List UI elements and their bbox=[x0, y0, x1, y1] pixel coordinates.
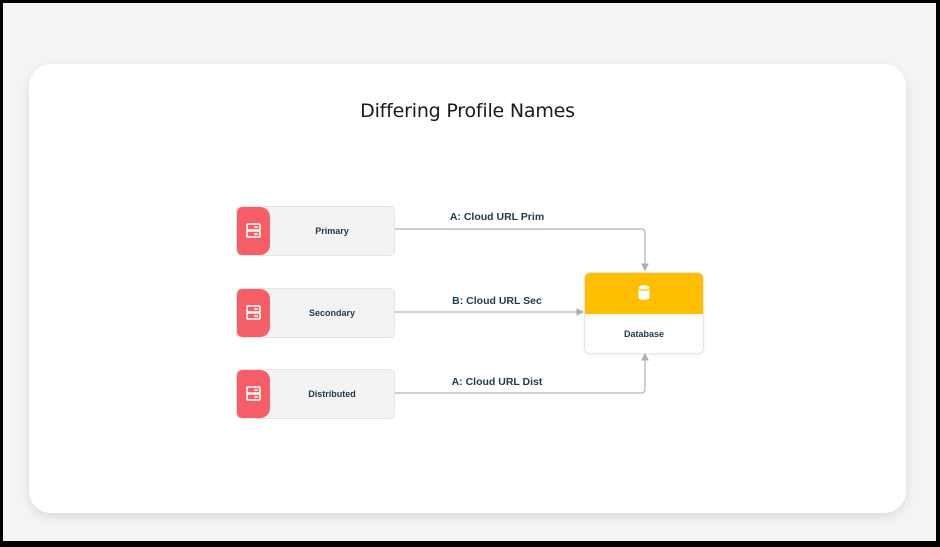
node-label: Primary bbox=[315, 226, 349, 236]
server-badge bbox=[237, 207, 270, 255]
database-icon bbox=[638, 285, 650, 300]
diagram-title: Differing Profile Names bbox=[360, 100, 575, 122]
server-badge bbox=[237, 289, 270, 337]
server-badge bbox=[237, 370, 270, 418]
server-icon bbox=[246, 386, 261, 401]
node-label: Secondary bbox=[308, 308, 356, 318]
server-icon bbox=[246, 223, 261, 238]
edge-label-distributed: A: Cloud URL Dist bbox=[451, 376, 543, 388]
diagram-card: Differing Profile Names bbox=[29, 64, 906, 513]
node-label: Distributed bbox=[308, 389, 356, 399]
node-distributed[interactable]: Distributed bbox=[236, 369, 395, 419]
server-icon bbox=[246, 305, 261, 320]
edge-label-primary: A: Cloud URL Prim bbox=[449, 211, 545, 223]
database-header bbox=[585, 273, 703, 314]
edge-primary-database bbox=[394, 228, 649, 272]
database-label: Database bbox=[623, 328, 665, 339]
edge-distributed-database bbox=[394, 352, 649, 394]
edge-label-secondary: B: Cloud URL Sec bbox=[452, 295, 542, 307]
node-primary[interactable]: Primary bbox=[236, 206, 395, 256]
node-database[interactable]: Database bbox=[584, 272, 704, 354]
node-secondary[interactable]: Secondary bbox=[236, 288, 395, 338]
